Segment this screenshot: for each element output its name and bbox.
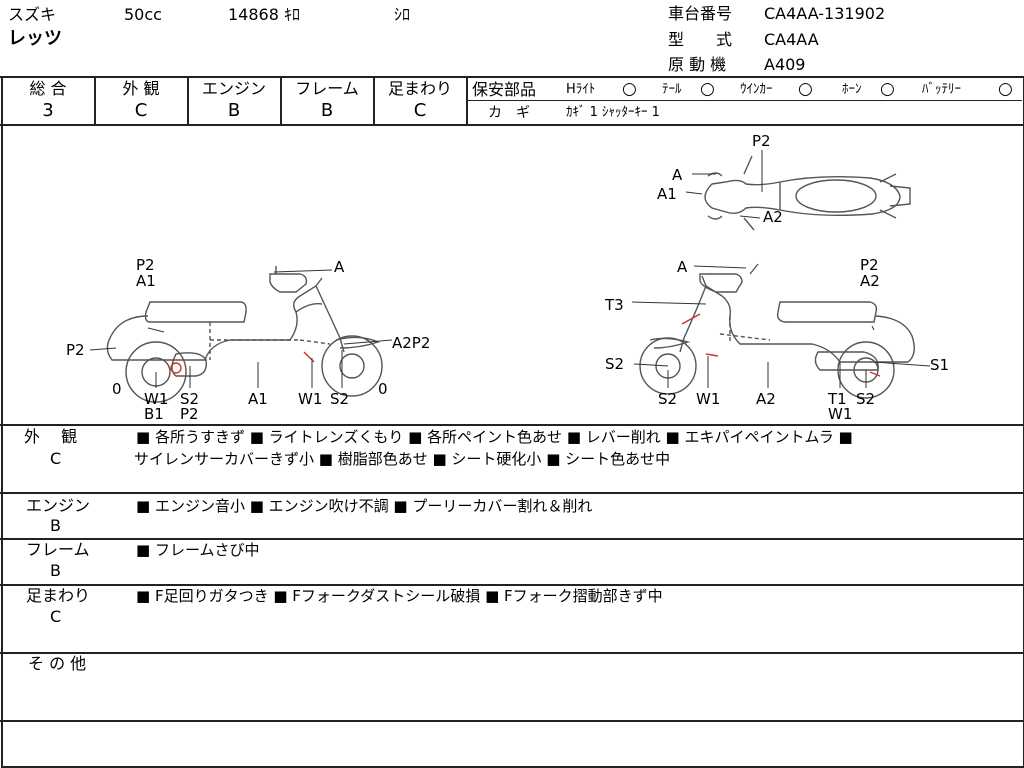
- model-name: レッツ: [8, 28, 62, 49]
- diagram-label: P2: [66, 341, 85, 359]
- grade-suspension-label: 足まわり: [387, 79, 452, 98]
- divider: [466, 100, 1022, 101]
- grade-engine-value: B: [227, 100, 241, 121]
- diagram-label: A1: [248, 390, 268, 408]
- grade-suspension-value: C: [413, 100, 427, 121]
- displacement: 50cc: [124, 5, 162, 24]
- safety-label: 保安部品: [472, 80, 537, 99]
- divider: [187, 76, 189, 124]
- diagram-label: P2: [860, 256, 879, 274]
- divider: [0, 492, 1024, 494]
- maker: スズキ: [8, 5, 57, 24]
- divider: [0, 584, 1024, 586]
- divider: [466, 76, 468, 124]
- notes-exterior-label: 外 観: [24, 427, 78, 446]
- notes-suspension-grade: C: [50, 607, 62, 626]
- right-scooter-drawing: [639, 263, 915, 399]
- safety-tail-mark: ○: [700, 79, 715, 99]
- diagram-label: A: [672, 166, 683, 184]
- diagram-label: A2P2: [392, 334, 431, 352]
- notes-frame-grade: B: [50, 561, 61, 580]
- diagram-label: 0: [378, 380, 388, 398]
- grade-exterior-value: C: [134, 100, 148, 121]
- diagram-label: T3: [605, 296, 624, 314]
- notes-suspension-line: ■ F足回りガタつき ■ Fフォークダストシール破損 ■ Fフォーク摺動部きず中: [136, 587, 663, 605]
- notes-exterior-line: ■ 各所うすきず ■ ライトレンズくもり ■ 各所ペイント色あせ ■ レバー削れ…: [136, 428, 853, 446]
- diagram-label: A: [677, 258, 688, 276]
- diagram-label: P2: [180, 405, 199, 423]
- frame-no: CA4AA-131902: [764, 4, 886, 23]
- diagram-label: P2: [136, 256, 155, 274]
- mileage: 14868 ｷﾛ: [228, 5, 300, 24]
- divider: [94, 76, 96, 124]
- notes-frame-line: ■ フレームさび中: [136, 541, 260, 559]
- diagram-label: W1: [144, 390, 169, 408]
- diagram-label: S2: [605, 355, 625, 373]
- safety-winker-mark: ○: [798, 79, 813, 99]
- diagram-label: W1: [828, 405, 853, 423]
- safety-battery-mark: ○: [998, 79, 1013, 99]
- divider: [373, 76, 375, 124]
- notes-other-label: そ の 他: [28, 654, 87, 673]
- diagram-label: S2: [658, 390, 678, 408]
- diagram-label: P2: [752, 132, 771, 150]
- notes-exterior-grade: C: [50, 449, 62, 468]
- diagram-label: W1: [696, 390, 721, 408]
- divider: [0, 720, 1024, 722]
- notes-suspension-label: 足まわり: [26, 586, 91, 605]
- diagram-label: S1: [930, 356, 950, 374]
- notes-engine-grade: B: [50, 516, 61, 535]
- safety-horn: ﾎｰﾝ: [842, 82, 862, 97]
- notes-engine-label: エンジン: [26, 496, 91, 515]
- diagram-label: A2: [756, 390, 776, 408]
- safety-horn-mark: ○: [880, 79, 895, 99]
- grade-engine-label: エンジン: [201, 79, 266, 98]
- grade-overall-label: 総 合: [29, 79, 67, 98]
- color: ｼﾛ: [394, 5, 411, 24]
- notes-exterior-line: サイレンサーカバーきず小 ■ 樹脂部色あせ ■ シート硬化小 ■ シート色あせ中: [134, 450, 671, 468]
- divider: [0, 76, 1024, 78]
- type-value: CA4AA: [764, 30, 819, 49]
- notes-frame-label: フレーム: [26, 540, 90, 559]
- engine-label: 原 動 機: [668, 55, 727, 74]
- diagram-label: W1: [298, 390, 323, 408]
- diagram-label: A2: [860, 272, 880, 290]
- safety-battery: ﾊﾞｯﾃﾘｰ: [922, 82, 961, 97]
- divider: [0, 124, 1024, 126]
- diagram-label: T1: [828, 390, 847, 408]
- grade-frame-label: フレーム: [295, 79, 359, 98]
- key-value: ｶｷﾞ 1 ｼｬｯﾀｰｷｰ 1: [566, 105, 660, 120]
- safety-tail: ﾃｰﾙ: [662, 82, 682, 97]
- diagram-label: 0: [112, 380, 122, 398]
- notes-engine-line: ■ エンジン音小 ■ エンジン吹け不調 ■ プーリーカバー割れ＆削れ: [136, 497, 593, 515]
- diagram-label: S2: [330, 390, 350, 408]
- divider: [0, 538, 1024, 540]
- top-scooter-drawing: [704, 155, 911, 231]
- grade-frame-value: B: [320, 100, 334, 121]
- diagram-label: A1: [136, 272, 156, 290]
- divider: [0, 652, 1024, 654]
- diagram-label: S2: [180, 390, 200, 408]
- diagram-label: A2: [763, 208, 783, 226]
- type-label: 型 式: [668, 30, 733, 49]
- frame-no-label: 車台番号: [668, 4, 733, 23]
- engine-value: A409: [764, 55, 806, 74]
- safety-headlight-mark: ○: [622, 79, 637, 99]
- diagram-label: A: [334, 258, 345, 276]
- safety-winker: ｳｲﾝｶｰ: [740, 82, 773, 97]
- diagram-label: B1: [144, 405, 164, 423]
- divider: [280, 76, 282, 124]
- grade-overall-value: 3: [42, 100, 54, 121]
- diagram-label: S2: [856, 390, 876, 408]
- grade-exterior-label: 外 観: [122, 79, 160, 98]
- divider: [0, 424, 1024, 426]
- safety-headlight: Hﾗｲﾄ: [566, 82, 596, 97]
- damage-diagram: [89, 150, 931, 403]
- diagram-label: A1: [657, 185, 677, 203]
- key-label: カ ギ: [488, 105, 530, 121]
